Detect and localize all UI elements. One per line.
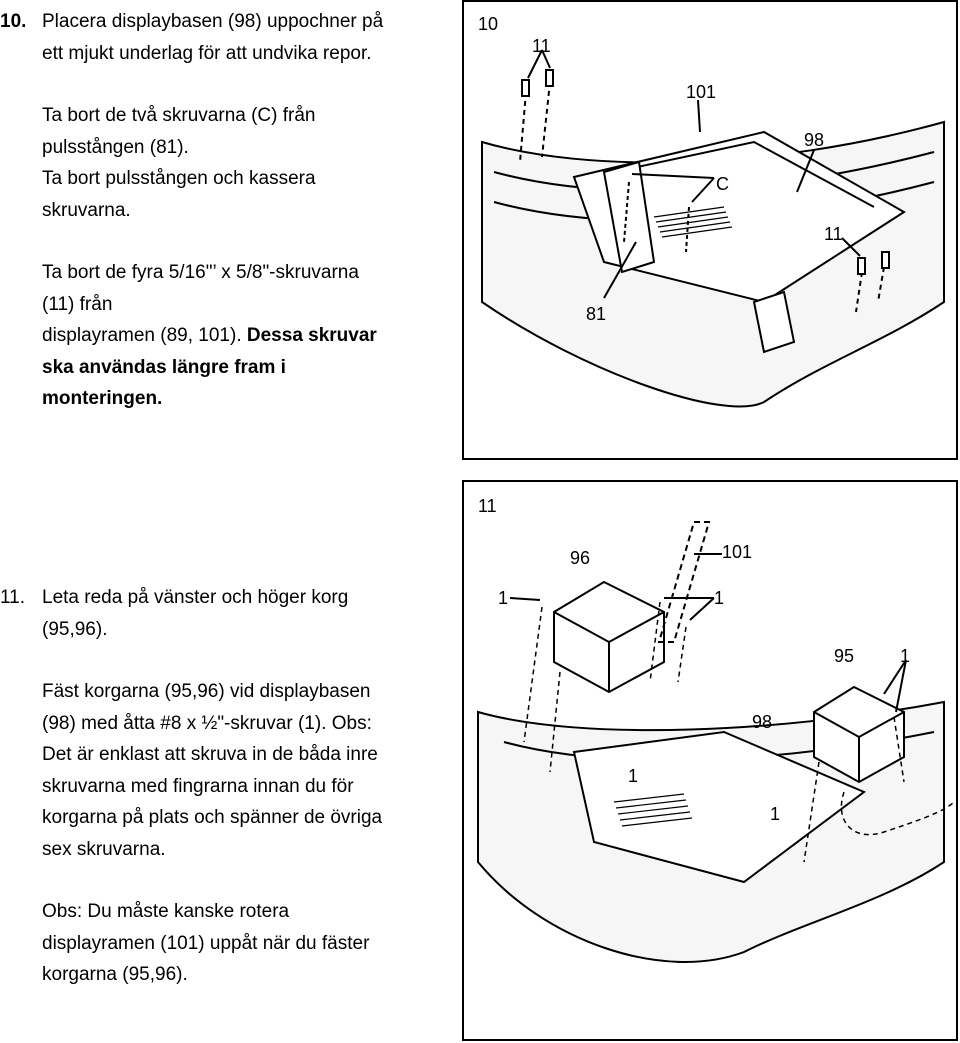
step-10-line: Ta bort de två skruvarna (C) från <box>42 105 316 126</box>
step-10-line: Ta bort de fyra 5/16"’ x 5/8"-skruvarna <box>42 262 359 283</box>
step-10-warning: monteringen. <box>42 388 163 409</box>
figure-10-step-label: 10 <box>478 14 498 34</box>
callout-label: 81 <box>586 304 606 324</box>
callout-label: 98 <box>752 712 772 732</box>
figure-11-step-label: 11 <box>478 496 497 516</box>
step-10-line: skruvarna. <box>42 199 131 221</box>
callout-label: 101 <box>686 82 716 102</box>
step-10-line: pulsstången (81). <box>42 136 189 158</box>
step-11-line: korgarna på plats och spänner de övriga <box>42 807 383 828</box>
assembly-illustration-10: 10 11 101 98 C 11 81 <box>478 14 945 408</box>
callout-label: 1 <box>770 804 780 824</box>
callout-label: 1 <box>498 588 508 608</box>
step-11-line: displayramen (101) uppåt när du fäster <box>42 932 370 954</box>
callout-label: 11 <box>824 224 843 244</box>
callout-label: C <box>716 174 729 194</box>
callout-label: 98 <box>804 130 824 150</box>
callout-label: 1 <box>628 766 638 786</box>
step-10-line: ett mjukt underlag för att undvika repor… <box>42 42 372 64</box>
callout-label: 11 <box>532 36 551 56</box>
callout-label: 95 <box>834 646 854 666</box>
step-11-line: Obs: Du måste kanske rotera <box>42 901 290 922</box>
step-10-line: Placera displaybasen (98) uppochner på <box>42 11 384 32</box>
step-11-line: (95,96). <box>42 618 108 640</box>
step-11-line: Leta reda på vänster och höger korg <box>42 587 349 608</box>
step-10-number: 10. <box>0 11 27 32</box>
callout-label: 101 <box>722 542 752 562</box>
callout-label: 1 <box>714 588 724 608</box>
step-11-line: Fäst korgarna (95,96) vid displaybasen <box>42 681 371 702</box>
step-11-number: 11. <box>0 587 26 608</box>
figure-step-10: 10 11 101 98 C 11 81 <box>462 0 958 460</box>
step-10-warning: Dessa skruvar <box>246 325 377 346</box>
step-10-line: displayramen (89, 101). <box>42 325 247 346</box>
step-10-warning: ska användas längre fram i <box>42 356 286 378</box>
assembly-illustration-11: 11 96 101 1 1 95 1 98 1 1 <box>477 496 955 963</box>
step-11-line: Det är enklast att skruva in de båda inr… <box>42 744 378 765</box>
figure-step-11: 11 96 101 1 1 95 1 98 1 1 <box>462 480 958 1041</box>
callout-label: 96 <box>570 548 590 568</box>
callout-label: 1 <box>900 646 910 666</box>
step-10-line: (11) från <box>42 293 113 315</box>
step-11-line: korgarna (95,96). <box>42 964 188 985</box>
step-11-line: (98) med åtta #8 x ½"-skruvar (1). Obs: <box>42 712 372 734</box>
step-10-line: Ta bort pulsstången och kassera <box>42 168 316 189</box>
step-11-line: skruvarna med fingrarna innan du för <box>42 775 354 797</box>
step-10-instructions: 10. Placera displaybasen (98) uppochner p… <box>0 6 440 415</box>
step-11-line: sex skruvarna. <box>42 838 166 860</box>
step-11-instructions: 11. Leta reda på vänster och höger korg (… <box>0 582 440 991</box>
